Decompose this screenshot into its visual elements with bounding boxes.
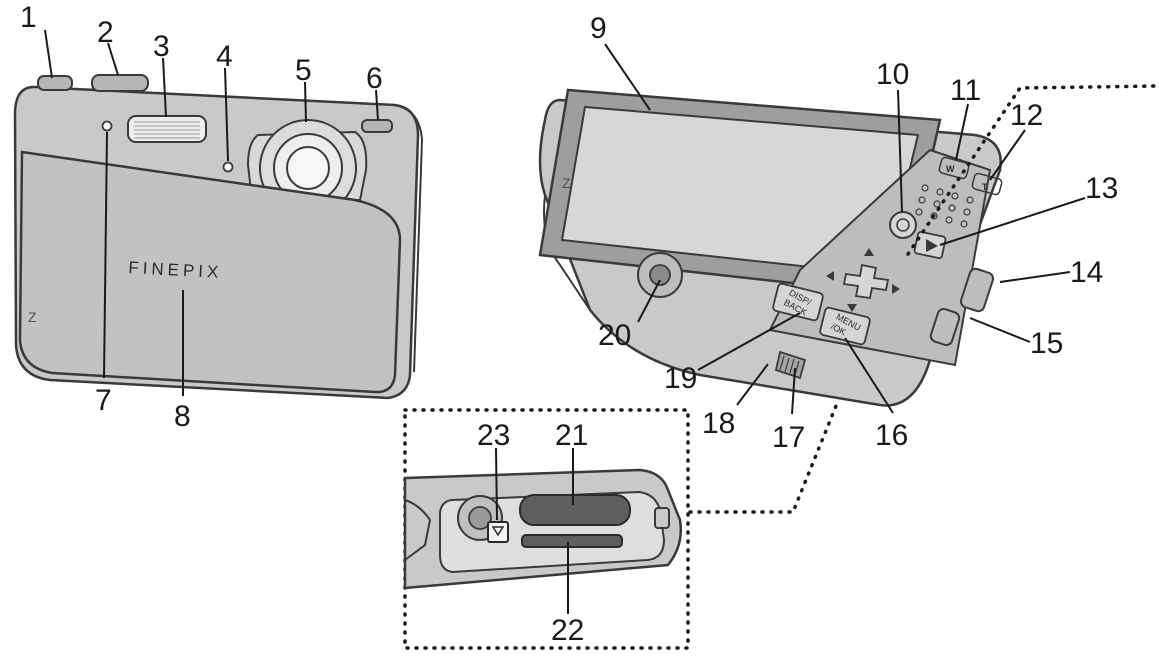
- callout-3: 3: [153, 30, 170, 63]
- connector-detail-top: [906, 84, 1159, 256]
- callout-8: 8: [174, 400, 191, 433]
- top-button-1: [37, 75, 73, 91]
- front-small-logo: Z: [28, 309, 37, 325]
- callout-1: 1: [20, 1, 37, 34]
- selector-left-icon: [826, 271, 834, 281]
- inset-latch-arrow-icon: [491, 526, 505, 537]
- callout-21: 21: [555, 419, 588, 452]
- self-timer-lamp: [101, 120, 113, 132]
- selector-up-icon: [864, 248, 874, 256]
- battery-compartment-inset: [403, 408, 690, 650]
- callout-5: 5: [295, 54, 312, 87]
- usb-port-cover: [959, 267, 995, 313]
- callout-17: 17: [772, 421, 805, 454]
- inset-memory-card-slot: [521, 534, 623, 548]
- callout-2: 2: [97, 16, 114, 49]
- callout-10: 10: [876, 58, 909, 91]
- zoom-tele-label: T: [982, 182, 988, 192]
- callout-4: 4: [216, 40, 233, 73]
- brand-logo-text: FINEPIX: [128, 258, 223, 282]
- microphone-hole: [222, 161, 234, 173]
- connector-detail-bottom: [688, 404, 838, 514]
- selector-down-icon: [847, 304, 857, 312]
- lens-cover: [18, 150, 402, 394]
- callout-7: 7: [95, 384, 112, 417]
- lens-inner-ring: [286, 146, 330, 190]
- callout-6: 6: [366, 62, 383, 95]
- callout-11: 11: [950, 74, 981, 107]
- callout-9: 9: [590, 12, 607, 45]
- inset-battery-slot: [519, 494, 631, 526]
- callout-12: 12: [1010, 99, 1043, 132]
- shutter-button: [91, 74, 149, 92]
- selector-right-icon: [892, 284, 900, 294]
- inset-side-hinge: [654, 507, 670, 529]
- callout-22: 22: [551, 614, 584, 647]
- callout-15: 15: [1030, 327, 1063, 360]
- zoom-button-tele: [971, 172, 1003, 196]
- inset-battery-latch: [487, 521, 509, 543]
- leader-lines: [44, 29, 1086, 614]
- front-view: FINEPIX Z: [13, 74, 424, 400]
- selector-pad: [842, 263, 890, 300]
- callout-18: 18: [702, 407, 735, 440]
- mode-button: [889, 211, 917, 239]
- zoom-button-wide: [938, 156, 970, 180]
- inset-tripod-inner: [468, 506, 492, 530]
- mode-button-icon: [896, 218, 910, 232]
- playback-icon: [926, 239, 938, 252]
- callout-19: 19: [664, 362, 697, 395]
- dotted-connectors: [688, 84, 1159, 514]
- speaker-grille: [915, 184, 974, 228]
- strap-eyelet: [929, 307, 961, 347]
- top-button-6: [361, 119, 393, 133]
- zoom-wide-label: W: [946, 164, 955, 174]
- front-body-side-edge: [394, 104, 424, 373]
- callout-numbers: 1 2 3 4 5 6 7 8 9 10 11 12 13 14 15 16 1…: [20, 1, 1118, 647]
- flash-texture: [134, 121, 200, 139]
- menu-ok-button: [819, 306, 871, 346]
- callout-23: 23: [477, 419, 510, 452]
- tripod-mount-inner: [649, 264, 671, 286]
- back-small-logo: Z: [562, 175, 571, 191]
- callout-13: 13: [1085, 172, 1118, 205]
- callout-14: 14: [1070, 256, 1103, 289]
- callout-20: 20: [598, 319, 631, 352]
- callout-16: 16: [875, 419, 908, 452]
- inset-strap: [404, 499, 432, 561]
- back-view: W T DISP/ BACK MENU /OK: [538, 88, 1003, 407]
